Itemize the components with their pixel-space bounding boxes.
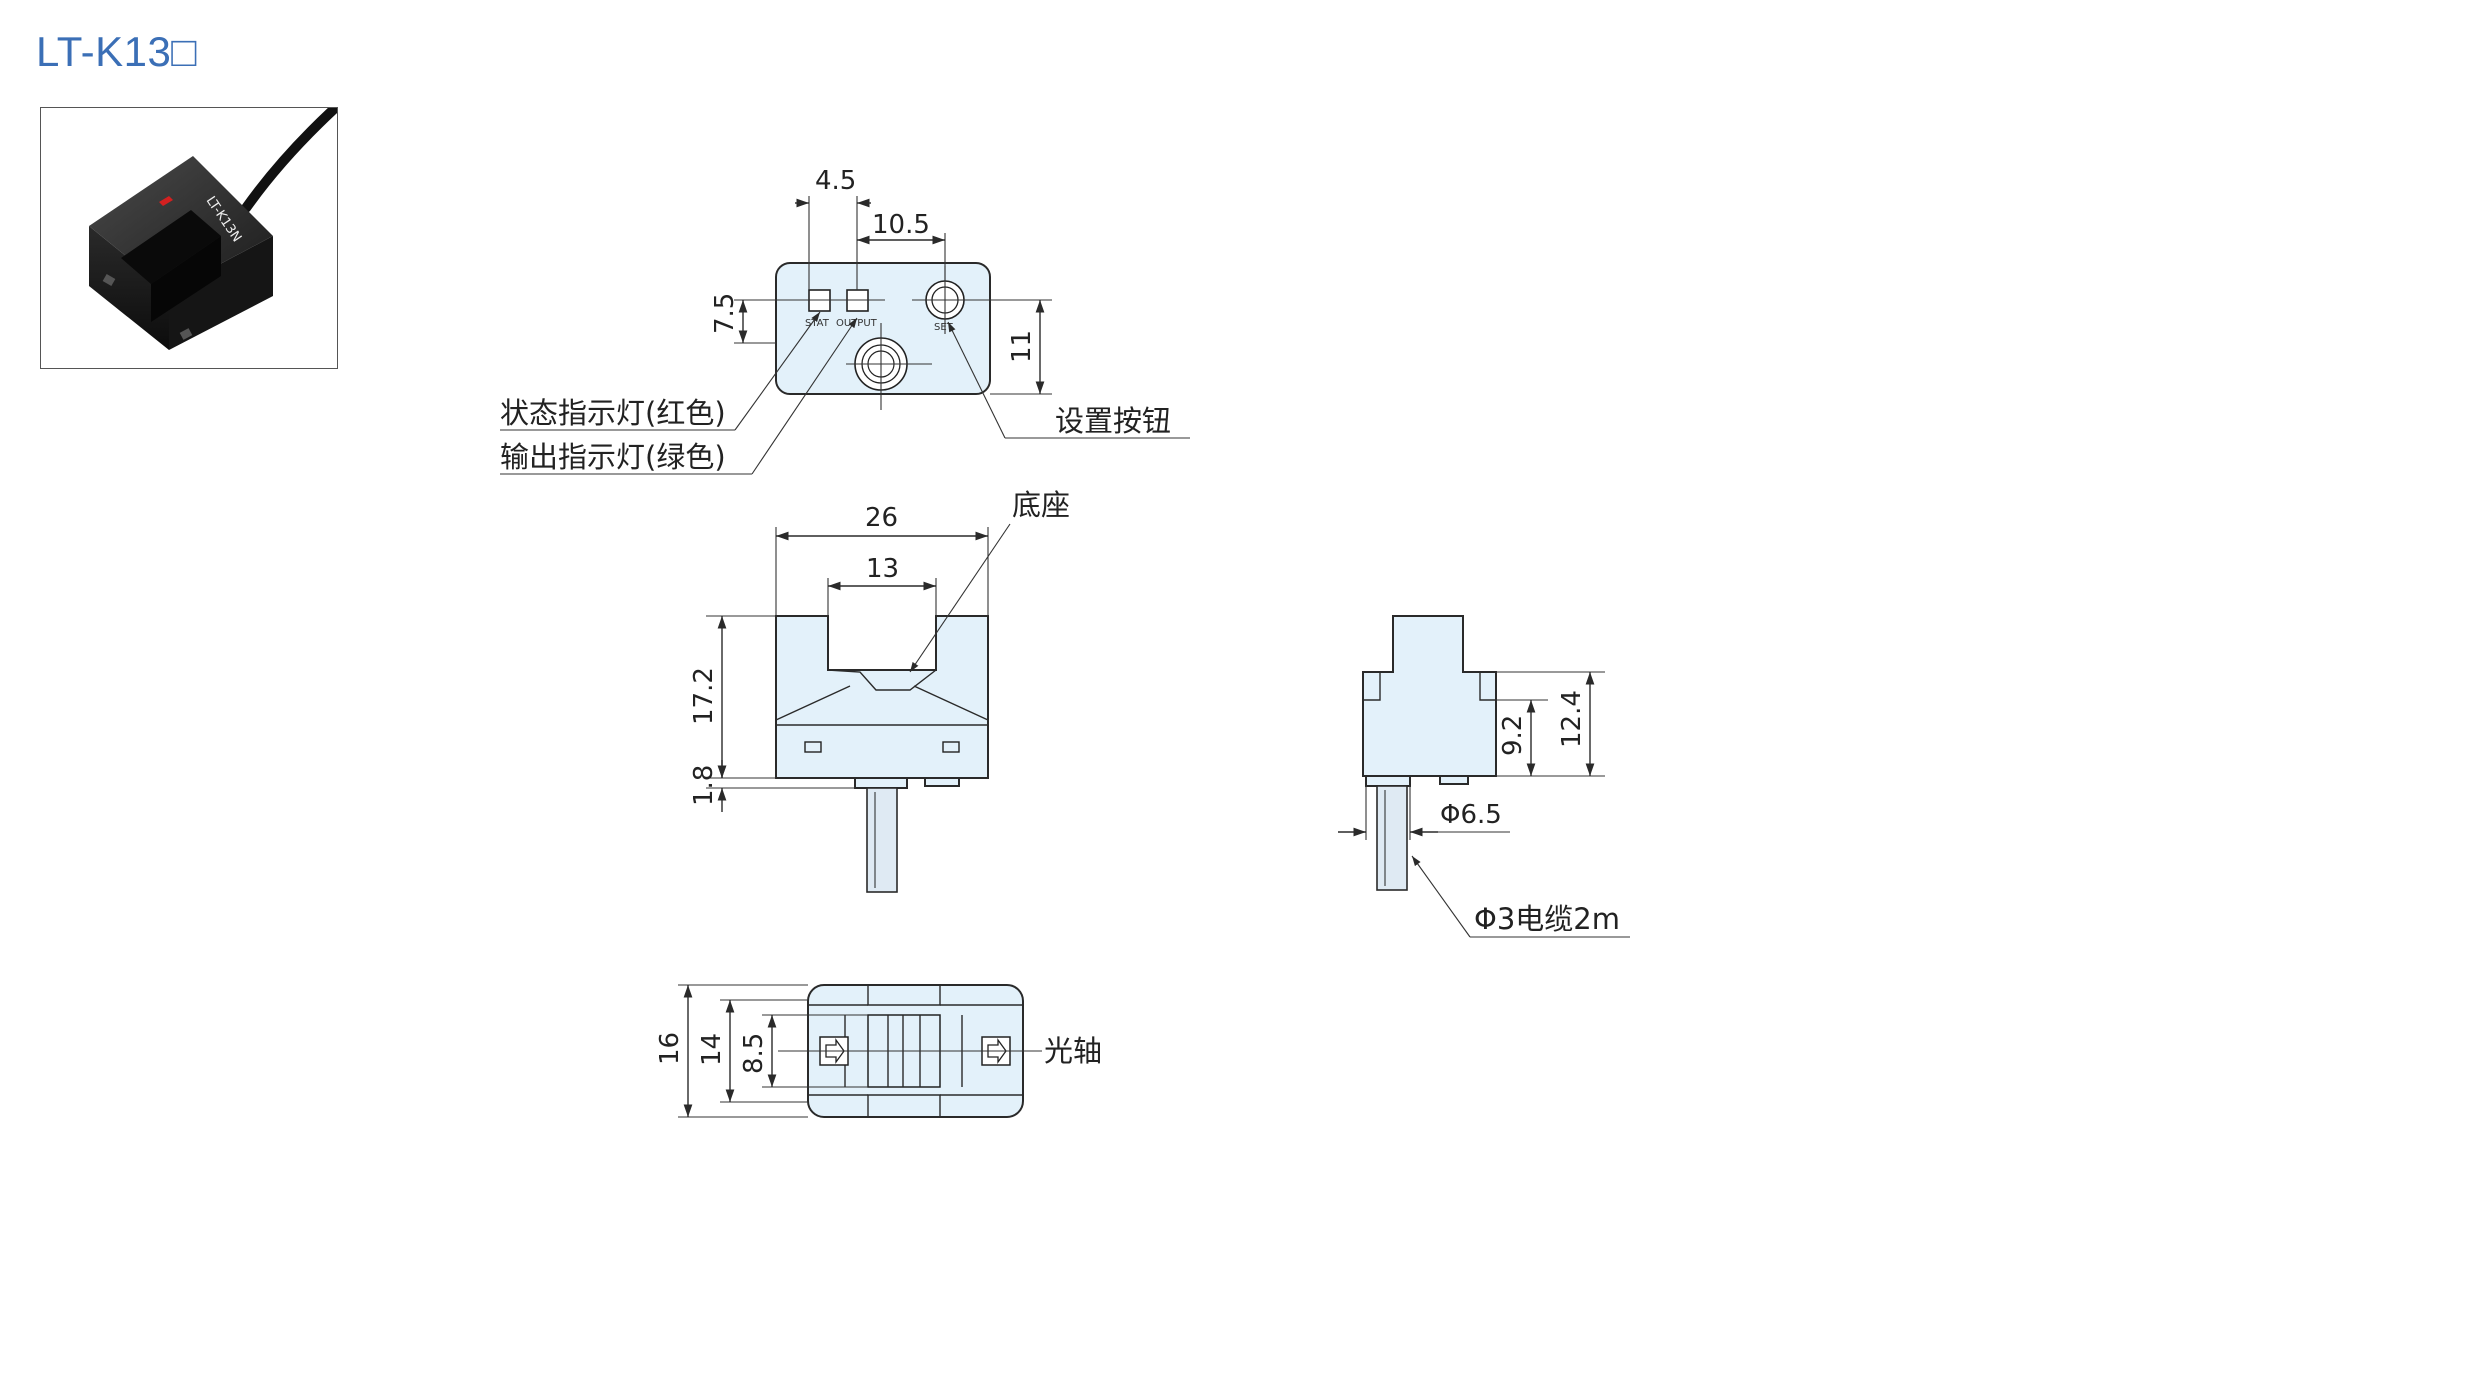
dim-11: 11 bbox=[1007, 330, 1037, 363]
dim-10-5: 10.5 bbox=[872, 210, 930, 240]
dim-1-8: 1.8 bbox=[689, 765, 719, 806]
callout-stat-led: 状态指示灯(红色) bbox=[500, 396, 726, 430]
dim-17-2: 17.2 bbox=[689, 667, 719, 725]
dim-7-5: 7.5 bbox=[710, 293, 740, 334]
dim-8-5: 8.5 bbox=[739, 1033, 769, 1074]
dim-phi-6-5: Φ6.5 bbox=[1440, 800, 1502, 830]
dim-9-2: 9.2 bbox=[1498, 715, 1528, 756]
callout-optical-axis: 光轴 bbox=[1044, 1034, 1102, 1068]
dim-12-4: 12.4 bbox=[1557, 690, 1587, 748]
page-title: LT-K13□ bbox=[36, 28, 198, 75]
dim-16: 16 bbox=[655, 1032, 685, 1065]
panel-set-text: SET bbox=[934, 322, 954, 333]
dim-26: 26 bbox=[865, 503, 898, 533]
front-view: STAT OUTPUT SET 4.5 10.5 7.5 11 bbox=[500, 166, 1190, 475]
dim-14: 14 bbox=[697, 1033, 727, 1066]
callout-output-led: 输出指示灯(绿色) bbox=[500, 440, 726, 474]
callout-base: 底座 bbox=[1012, 488, 1070, 522]
panel-stat-text: STAT bbox=[805, 318, 830, 329]
dim-4-5: 4.5 bbox=[815, 166, 856, 196]
sensor-photo-icon: LT-K13N bbox=[89, 105, 338, 350]
panel-output-text: OUTPUT bbox=[836, 318, 878, 329]
dim-13: 13 bbox=[866, 554, 899, 584]
side-view: 26 13 17.2 1.8 底座 bbox=[689, 488, 1070, 893]
bottom-view: 16 14 8.5 光轴 bbox=[655, 984, 1102, 1118]
product-photo-frame: LT-K13N bbox=[40, 105, 338, 369]
callout-cable: Φ3电缆2m bbox=[1474, 902, 1620, 936]
callout-set-button: 设置按钮 bbox=[1055, 404, 1171, 438]
end-view: 9.2 12.4 Φ6.5 Φ3电缆2m bbox=[1338, 615, 1630, 938]
